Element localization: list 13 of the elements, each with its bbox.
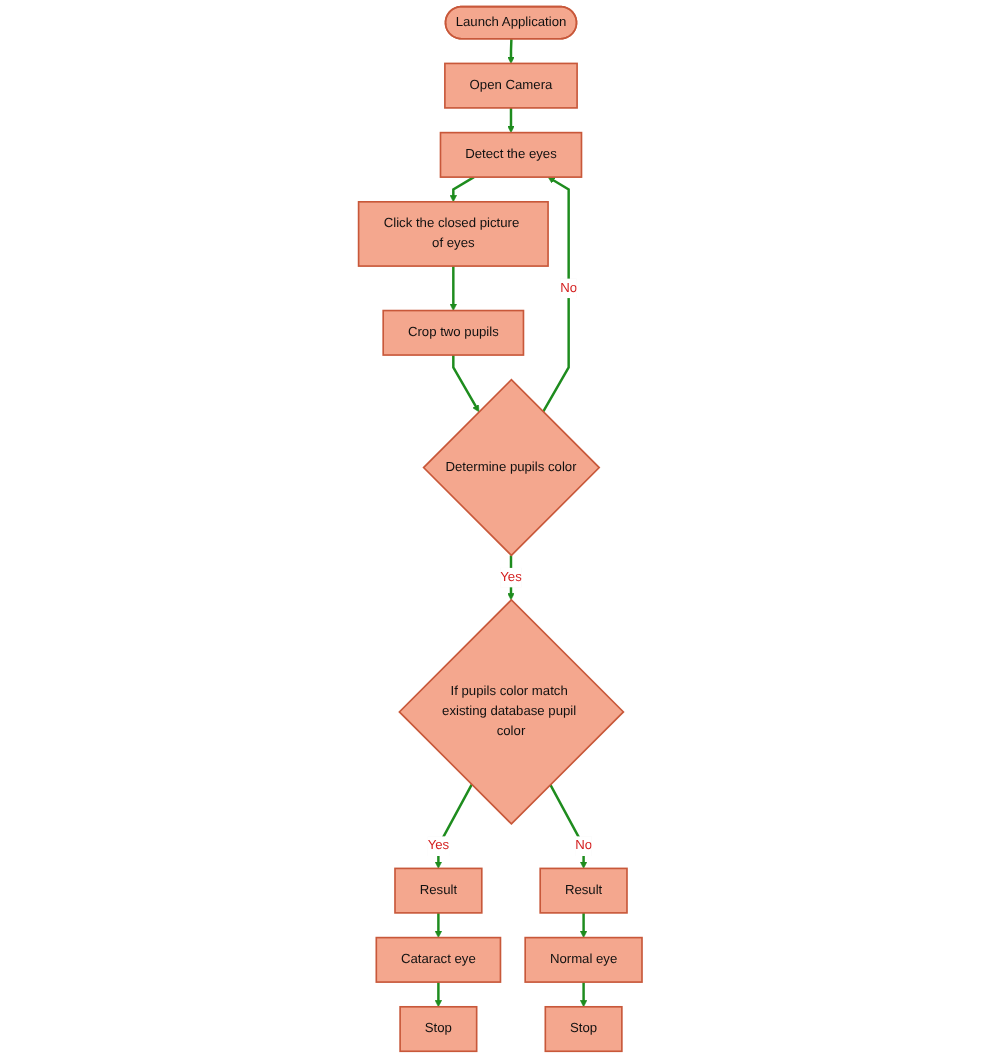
arrow <box>434 982 442 1008</box>
arrow <box>507 39 515 64</box>
arrow <box>507 108 515 133</box>
arrow <box>541 176 570 413</box>
arrow <box>548 784 587 869</box>
arrow <box>434 784 473 869</box>
arrow <box>579 982 587 1008</box>
arrow <box>507 555 515 601</box>
arrow <box>434 912 442 938</box>
arrow <box>579 912 587 938</box>
arrow <box>451 355 479 413</box>
arrow <box>449 266 457 311</box>
arrow <box>449 176 475 203</box>
